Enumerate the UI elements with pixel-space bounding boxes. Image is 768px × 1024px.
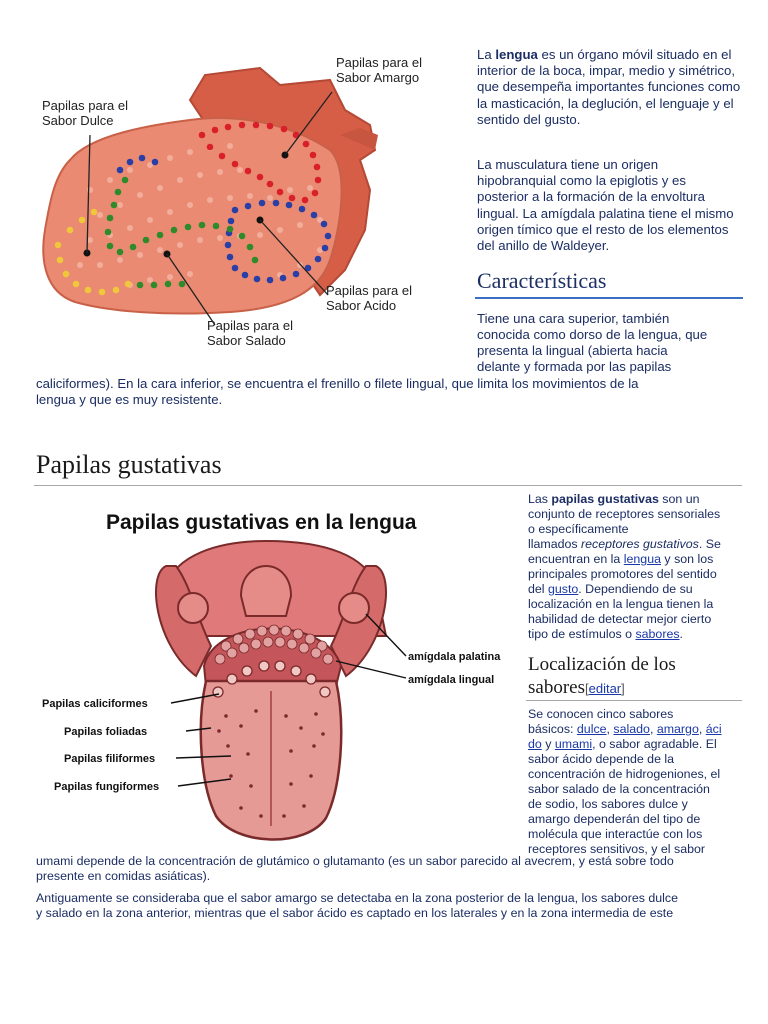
caracteristicas-line-1: Tiene una cara superior, también <box>477 311 670 326</box>
heading-rule-papilas <box>34 485 742 486</box>
heading-rule-caracteristicas <box>475 297 743 299</box>
taste-map-figure: Papilas para el Sabor Amargo Papilas par… <box>30 40 450 360</box>
label-salado-1: Papilas para el <box>207 318 293 333</box>
label-acido-1: Papilas para el <box>326 283 412 298</box>
papilas-figure: Papilas gustativas en la lengua <box>36 496 516 856</box>
papilas-desc-line-5: encuentran en la lengua y son los <box>528 552 714 566</box>
link-acido-part2[interactable]: do <box>528 737 542 751</box>
localizacion-line-2: básicos: dulce, salado, amargo, áci <box>528 722 722 736</box>
caracteristicas-line-3: presenta la lingual (abierta hacia <box>477 343 668 358</box>
label-amargo-2: Sabor Amargo <box>336 70 419 85</box>
localizacion-line-10: receptores sensitivos, y el sabor <box>528 842 705 856</box>
localizacion-full-2: presente en comidas asiáticas). <box>36 869 211 883</box>
link-gusto[interactable]: gusto <box>547 582 579 596</box>
link-amargo[interactable]: amargo <box>656 722 699 736</box>
intro-paragraph-1: La lengua es un órgano móvil situado en … <box>477 47 741 127</box>
papilas-desc-line-6: principales promotores del sentido <box>528 567 717 581</box>
localizacion-p2-line-1: Antiguamente se consideraba que el sabor… <box>36 891 678 905</box>
link-salado[interactable]: salado <box>613 722 650 736</box>
papilas-desc-line-10: tipo de estímulos o sabores. <box>528 627 683 641</box>
link-sabores[interactable]: sabores <box>635 627 680 641</box>
label-caliciformes: Papilas caliciformes <box>42 698 148 710</box>
figure-title: Papilas gustativas en la lengua <box>106 511 417 534</box>
localizacion-full-1: umami depende de la concentración de glu… <box>36 854 674 868</box>
caracteristicas-line-5: caliciformes). En la cara inferior, se e… <box>36 376 639 391</box>
label-amargo-1: Papilas para el <box>336 55 422 70</box>
label-amigdala-lingual: amígdala lingual <box>408 674 494 686</box>
link-umami[interactable]: umami <box>554 737 593 751</box>
section-heading-papilas: Papilas gustativas <box>36 450 222 479</box>
localizacion-line-1: Se conocen cinco sabores <box>528 707 674 721</box>
intro-paragraph-2: La musculatura tiene un origen hipobranq… <box>477 157 734 254</box>
localizacion-line-8: amargo dependerán del tipo de <box>528 812 701 826</box>
label-fungiformes: Papilas fungiformes <box>54 781 159 793</box>
papilas-desc-line-3: o específicamente <box>528 522 629 536</box>
caracteristicas-line-2: conocida como dorso de la lengua, que <box>477 327 708 342</box>
label-filiformes: Papilas filiformes <box>64 753 155 765</box>
label-salado-2: Sabor Salado <box>207 333 286 348</box>
papilas-desc-line-2: conjunto de receptores sensoriales <box>528 507 721 521</box>
section-heading-localizacion-1: Localización de los <box>528 654 676 675</box>
papilas-desc-line-8: localización en la lengua tienen la <box>528 597 714 611</box>
label-dulce-1: Papilas para el <box>42 98 128 113</box>
localizacion-line-3: do y umami, o sabor agradable. El <box>528 737 717 751</box>
localizacion-line-9: molécula que interactúe con los <box>528 827 703 841</box>
caracteristicas-line-4: delante y formada por las papilas <box>477 359 672 374</box>
localizacion-line-7: de sodio, los sabores dulce y <box>528 797 688 811</box>
caracteristicas-line-6: lengua y que es muy resistente. <box>36 392 223 407</box>
link-dulce[interactable]: dulce <box>576 722 607 736</box>
label-amigdala-palatina: amígdala palatina <box>408 651 501 663</box>
label-foliadas: Papilas foliadas <box>64 726 147 738</box>
papilas-desc-line-1: Las papilas gustativas son un <box>528 492 700 506</box>
section-heading-caracteristicas: Características <box>477 268 607 293</box>
term-lengua: lengua <box>495 47 538 62</box>
link-lengua[interactable]: lengua <box>623 552 661 566</box>
papilas-desc-line-7: del gusto. Dependiendo de su <box>528 582 693 596</box>
localizacion-line-5: concentración de hidrogeniones, el <box>528 767 721 781</box>
label-dulce-2: Sabor Dulce <box>42 113 114 128</box>
label-acido-2: Sabor Acido <box>326 298 396 313</box>
localizacion-p2-line-2: y salado en la zona anterior, mientras q… <box>36 906 674 920</box>
section-heading-localizacion-2: sabores[editar] <box>528 677 625 698</box>
papilas-desc-line-4: llamados receptores gustativos. Se <box>528 537 721 551</box>
localizacion-line-6: sabor salado de la concentración <box>528 782 710 796</box>
localizacion-line-4: sabor ácido depende de la <box>528 752 675 766</box>
papilas-desc-line-9: habilidad de detectar mejor cierto <box>528 612 712 626</box>
heading-rule-localizacion <box>526 700 742 701</box>
link-acido-part1[interactable]: áci <box>705 722 722 736</box>
edit-link[interactable]: editar <box>588 681 622 696</box>
